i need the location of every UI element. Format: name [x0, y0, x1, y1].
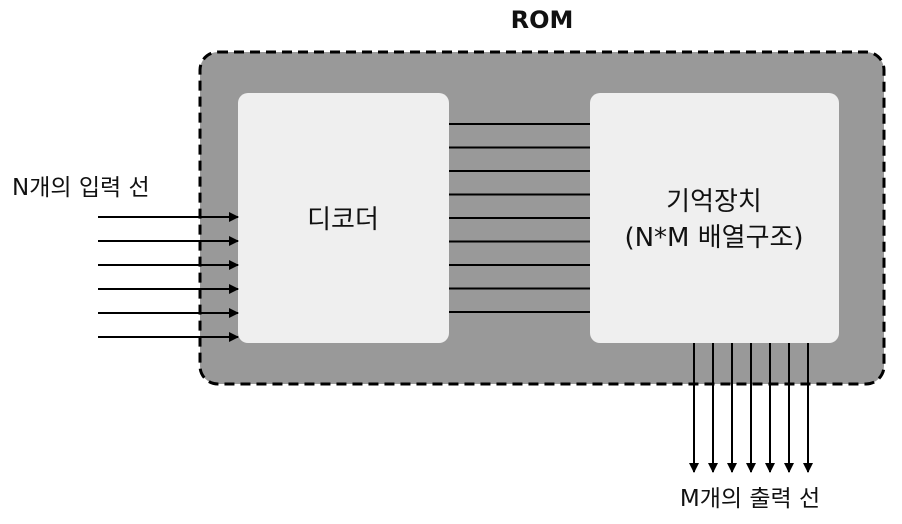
output-label: M개의 출력 선	[680, 486, 820, 512]
memory-label-line1: 기억장치	[666, 187, 762, 217]
decoder-label: 디코더	[307, 205, 379, 235]
input-label: N개의 입력 선	[12, 175, 150, 201]
memory-label-line2: (N*M 배열구조)	[624, 223, 803, 253]
output-lines	[689, 343, 813, 473]
decoder-block	[238, 93, 449, 343]
memory-block	[590, 93, 839, 343]
internal-lines	[449, 123, 590, 313]
rom-title: ROM	[511, 6, 574, 34]
input-lines	[98, 212, 239, 342]
